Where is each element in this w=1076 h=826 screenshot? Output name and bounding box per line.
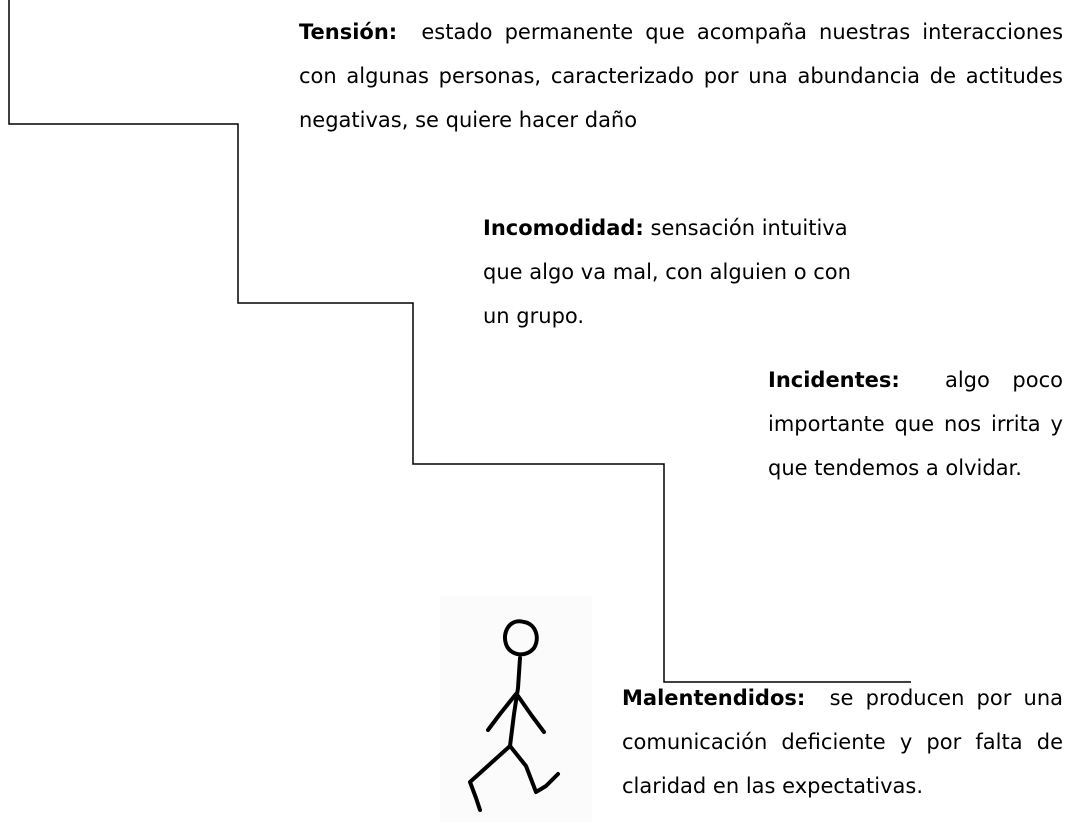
step-malentendidos: Malentendidos: se producen por una comun… [622,676,1063,808]
walking-stick-figure-icon [468,619,560,812]
step-term: Tensión: [299,20,398,44]
step-tension: Tensión: estado permanente que acompaña … [299,10,1063,142]
step-term: Incidentes: [768,368,900,392]
walking-figure [440,596,592,822]
step-incomodidad: Incomodidad: sensación intuitiva que alg… [483,206,863,338]
step-description: algo poco importante que nos irrita y qu… [768,368,1063,480]
step-term: Malentendidos: [622,686,806,710]
staircase-line [8,0,911,683]
step-incidentes: Incidentes: algo poco importante que nos… [768,358,1063,490]
step-description: estado permanente que acompaña nuestras … [299,20,1064,132]
step-description: sensación intuitiva que algo va mal, con… [483,216,851,328]
step-term: Incomodidad: [483,216,644,240]
step-description: se producen por una comunicación deficie… [622,686,1064,798]
